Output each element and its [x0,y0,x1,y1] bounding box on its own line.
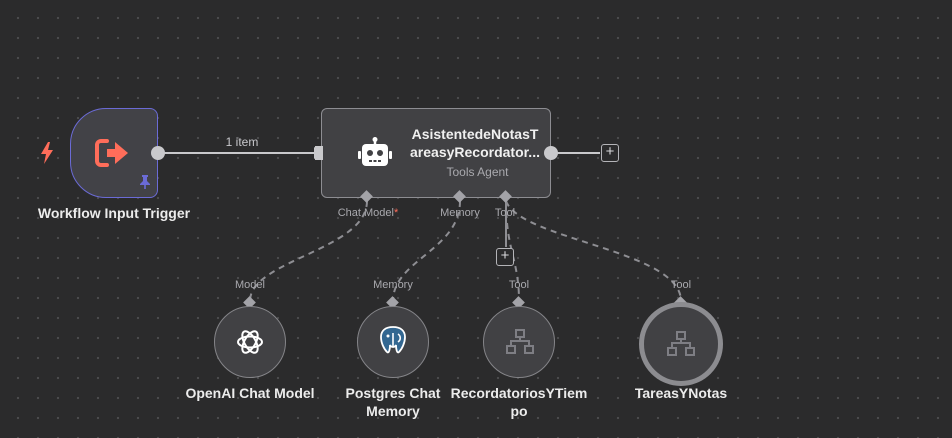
recordatorios-tool-label: RecordatoriosYTiem po [444,384,594,420]
openai-label-line1: OpenAI Chat Model [185,385,315,401]
tareas-label-line1: TareasYNotas [634,385,728,401]
tareas-notas-tool-node[interactable] [639,302,723,386]
agent-title-line2: areasyRecordator... [410,144,540,160]
pin-icon [140,175,150,189]
agent-title: AsistentedeNotasT areasyRecordator... [405,125,545,161]
tool-input-label-2: Tool [670,279,692,291]
sign-in-arrow-icon [95,139,128,167]
robot-icon [358,137,392,166]
chat-model-port-label: Chat Model* [318,207,418,219]
postgres-chat-memory-node[interactable] [357,306,429,378]
postgres-label-line2: Memory [366,403,420,419]
lightning-icon [41,142,53,164]
trigger-label: Workflow Input Trigger [37,205,191,221]
openai-chat-model-node[interactable] [214,306,286,378]
recordatorios-tool-node[interactable] [483,306,555,378]
memory-input-label: Memory [373,279,413,291]
postgres-icon [380,326,406,354]
agent-subtitle: Tools Agent [446,165,509,179]
tool-input-label-1: Tool [508,279,530,291]
add-tool-button[interactable]: + [496,248,514,266]
add-node-button[interactable]: + [601,144,619,162]
openai-icon [237,330,263,354]
chat-model-text: Chat Model [337,207,394,219]
memory-port-label: Memory [440,207,480,219]
required-mark: * [393,207,399,219]
workflow-icon [667,331,695,356]
items-count-label: 1 item [225,135,259,149]
agent-input-port[interactable] [315,146,323,160]
postgres-chat-memory-label: Postgres Chat Memory [318,384,468,420]
recordatorios-label-line2: po [510,403,528,419]
postgres-label-line1: Postgres Chat [345,385,441,401]
trigger-output-port[interactable] [151,146,165,160]
agent-output-port[interactable] [544,146,558,160]
workflow-input-trigger-node[interactable] [70,108,158,198]
model-input-label: Model [235,279,265,291]
workflow-icon [506,329,534,354]
openai-chat-model-label: OpenAI Chat Model [170,384,330,402]
recordatorios-label-line1: RecordatoriosYTiem [450,385,588,401]
agent-title-line1: AsistentedeNotasT [411,126,539,142]
tareas-notas-tool-label: TareasYNotas [606,384,756,402]
tool-port-label: Tool [494,207,516,219]
